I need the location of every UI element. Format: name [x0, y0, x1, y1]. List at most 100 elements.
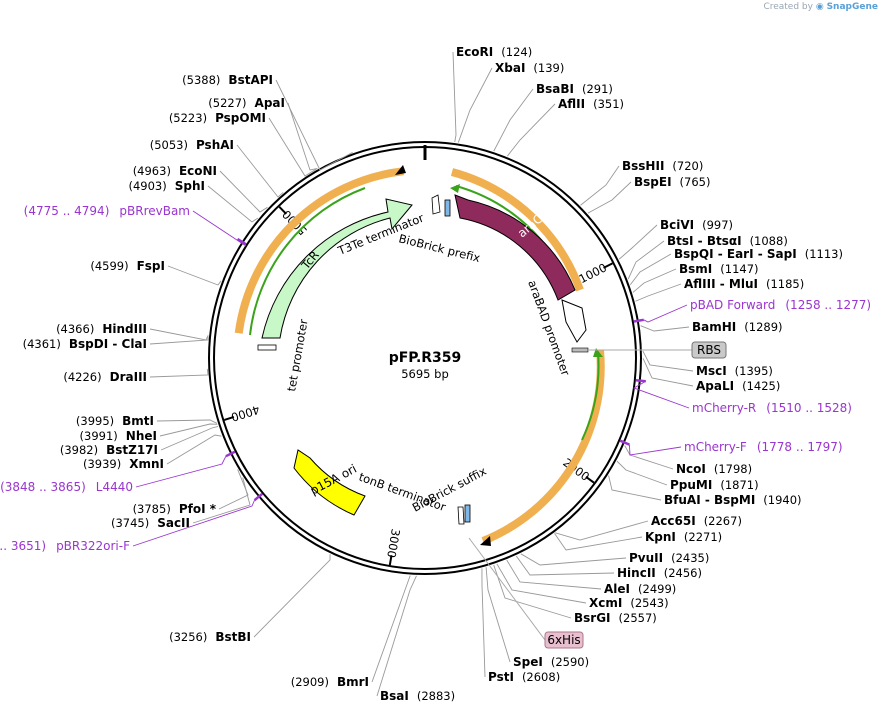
enzyme-label-bsai[interactable]: BsaI(2883): [380, 689, 455, 703]
enzyme-leader-line: [149, 368, 209, 378]
enzyme-pos: (2456): [664, 566, 702, 580]
enzyme-label-bfuai[interactable]: BfuAI - BspMI(1940): [664, 493, 802, 507]
enzyme-label-bspdi[interactable]: (4361)BspDI - ClaI: [23, 337, 147, 351]
enzyme-name: XmnI: [129, 457, 164, 471]
enzyme-label-bsabi[interactable]: BsaBI(291): [536, 82, 613, 96]
enzyme-name: SpeI: [513, 655, 543, 669]
primer-mark-pbr322ori-f: [253, 492, 264, 502]
enzyme-label-apai[interactable]: (5227)ApaI: [208, 96, 285, 110]
enzyme-leader-line: [287, 102, 318, 171]
primer-marks: [132, 210, 690, 547]
enzyme-label-bmti[interactable]: (3995)BmtI: [76, 414, 154, 428]
enzyme-label-btsi[interactable]: BtsI - BtsαI(1088): [667, 234, 788, 248]
enzyme-name: BtsI - BtsαI: [667, 234, 742, 248]
biobrick-suffix-mark: [464, 504, 471, 523]
enzyme-leader-line: [493, 88, 534, 152]
primer-label-mcherry-f[interactable]: mCherry-F(1778 .. 1797): [684, 440, 843, 454]
tet-promoter-label: tet promoter: [284, 318, 311, 393]
enzyme-label-sphi[interactable]: (4903)SphI: [129, 179, 206, 193]
enzyme-label-pshai[interactable]: (5053)PshAI: [150, 138, 234, 152]
enzyme-label-aflii[interactable]: AflII(351): [558, 97, 624, 111]
enzyme-label-acc65i[interactable]: Acc65I(2267): [651, 514, 742, 528]
enzyme-name: HincII: [617, 566, 656, 580]
enzyme-label-psti[interactable]: PstI(2608): [488, 670, 560, 684]
primer-range: (3632 .. 3651): [0, 539, 46, 553]
primer-leader: [632, 380, 690, 409]
enzyme-label-pspomi[interactable]: (5223)PspOMI: [169, 111, 266, 125]
enzyme-label-kpni[interactable]: KpnI(2271): [645, 530, 722, 544]
enzyme-leader-line: [485, 567, 511, 663]
enzyme-leader-line: [520, 553, 627, 566]
enzyme-pos: (1940): [763, 493, 801, 507]
primer-label-pbrrevbam[interactable]: (4775 .. 4794)pBRrevBam: [24, 204, 190, 218]
enzyme-label-ppumi[interactable]: PpuMI(1871): [670, 478, 759, 492]
enzyme-leader-line: [506, 559, 602, 590]
enzyme-pos: (1798): [714, 462, 752, 476]
enzyme-name: BsaI: [380, 689, 409, 703]
tick-mark: [585, 475, 595, 484]
enzyme-pos: (765): [680, 175, 711, 189]
enzyme-name: PspOMI: [215, 111, 266, 125]
enzyme-label-bmri[interactable]: (2909)BmrI: [291, 675, 369, 689]
orf-inner-mcherry: [581, 351, 600, 441]
enzyme-name: EcoRI: [456, 45, 493, 59]
enzyme-name: XcmI: [589, 596, 622, 610]
enzyme-label-apali[interactable]: ApaLI(1425): [696, 379, 780, 393]
enzyme-label-bstbi[interactable]: (3256)BstBI: [169, 630, 251, 644]
enzyme-label-alei[interactable]: AleI(2499): [604, 582, 676, 596]
snapgene-credit: Created by ◉ SnapGene: [763, 2, 878, 12]
enzyme-label-xmni[interactable]: (3939)XmnI: [83, 457, 164, 471]
enzyme-pos: (2271): [684, 530, 722, 544]
enzyme-label-bsmi[interactable]: BsmI(1147): [679, 262, 759, 276]
orf-inner-tet: [249, 187, 366, 336]
enzyme-label-bcivi[interactable]: BciVI(997): [660, 218, 733, 232]
enzyme-leader-line: [640, 325, 690, 332]
enzyme-pos: (2435): [671, 551, 709, 565]
enzyme-name: PshAI: [196, 138, 234, 152]
enzyme-label-xcmi[interactable]: XcmI(2543): [589, 596, 669, 610]
enzyme-pos: (291): [582, 82, 613, 96]
enzyme-label-bspei[interactable]: BspEI(765): [634, 175, 710, 189]
enzyme-label-bstapi[interactable]: (5388)BstAPI: [182, 73, 273, 87]
enzyme-leader-line: [635, 283, 682, 302]
enzyme-label-ncoi[interactable]: NcoI(1798): [676, 462, 752, 476]
enzyme-label-sacii[interactable]: (3745)SacII: [111, 516, 190, 530]
enzyme-label-afliii[interactable]: AflIII - MluI(1185): [684, 277, 804, 291]
enzyme-label-msci[interactable]: MscI(1395): [696, 364, 773, 378]
enzyme-label-hincii[interactable]: HincII (2456): [617, 566, 702, 580]
primer-label-mcherry-r[interactable]: mCherry-R(1510 .. 1528): [692, 401, 852, 415]
enzyme-name: BamHI: [692, 320, 736, 334]
primer-label-l4440[interactable]: (3848 .. 3865)L4440: [0, 480, 133, 494]
enzyme-label-spei[interactable]: SpeI (2590): [513, 655, 589, 669]
enzyme-label-draiii[interactable]: (4226)DraIII: [63, 370, 147, 384]
enzyme-leader-line: [452, 51, 457, 143]
primer-leader: [192, 210, 247, 247]
enzyme-label-bsshii[interactable]: BssHII(720): [622, 159, 703, 173]
primer-name: mCherry-F: [684, 440, 747, 454]
enzyme-pos: (3995): [76, 414, 114, 428]
enzyme-label-bstz17i[interactable]: (3982)BstZ17I: [60, 443, 158, 457]
enzyme-name: BspQI - EarI - SapI: [674, 247, 797, 261]
enzyme-label-bsrgi[interactable]: BsrGI(2557): [574, 611, 657, 625]
enzyme-label-ecori[interactable]: EcoRI(124): [456, 45, 532, 59]
primer-label-pbad-forward[interactable]: pBAD Forward(1258 .. 1277): [690, 298, 871, 312]
enzyme-label-hindiii[interactable]: (4366)HindIII: [56, 322, 147, 336]
enzyme-label-bspqi[interactable]: BspQI - EarI - SapI(1113): [674, 247, 843, 261]
primer-label-pbr322ori-f[interactable]: (3632 .. 3651)pBR322ori-F: [0, 539, 130, 553]
enzyme-label-pvuii[interactable]: PvuII(2435): [629, 551, 709, 565]
enzyme-label-pfoi[interactable]: (3785)PfoI *: [133, 502, 217, 516]
enzyme-name: PfoI *: [179, 502, 217, 516]
enzyme-label-econi[interactable]: (4963)EcoNI: [133, 164, 217, 178]
enzyme-leader-line: [236, 144, 284, 198]
enzyme-label-xbai[interactable]: XbaI(139): [495, 61, 564, 75]
enzyme-pos: (2590): [551, 655, 589, 669]
enzyme-leader-line: [149, 328, 209, 341]
tonb-terminator-mark: [457, 506, 465, 525]
enzyme-label-fspi[interactable]: (4599)FspI: [90, 259, 165, 273]
enzyme-label-bamhi[interactable]: BamHI(1289): [692, 320, 783, 334]
enzyme-label-nhei[interactable]: (3991)NheI: [80, 429, 157, 443]
enzyme-pos: (4903): [129, 179, 167, 193]
primer-leader: [643, 304, 688, 323]
primer-leader: [132, 500, 255, 547]
enzyme-leader-line: [627, 240, 665, 280]
